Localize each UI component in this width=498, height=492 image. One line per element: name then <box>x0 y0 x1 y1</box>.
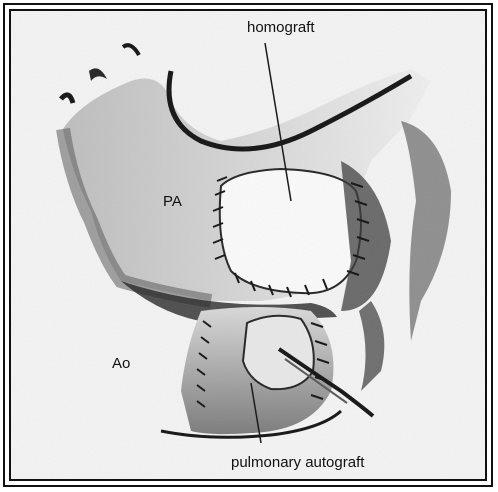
label-pulmonary-artery: PA <box>163 193 182 210</box>
surgical-illustration <box>11 11 485 479</box>
figure-panel: homograft PA Ao pulmonary autograft <box>9 9 487 481</box>
label-aorta: Ao <box>112 355 130 372</box>
label-pulmonary-autograft: pulmonary autograft <box>231 454 364 471</box>
label-homograft: homograft <box>247 19 315 36</box>
